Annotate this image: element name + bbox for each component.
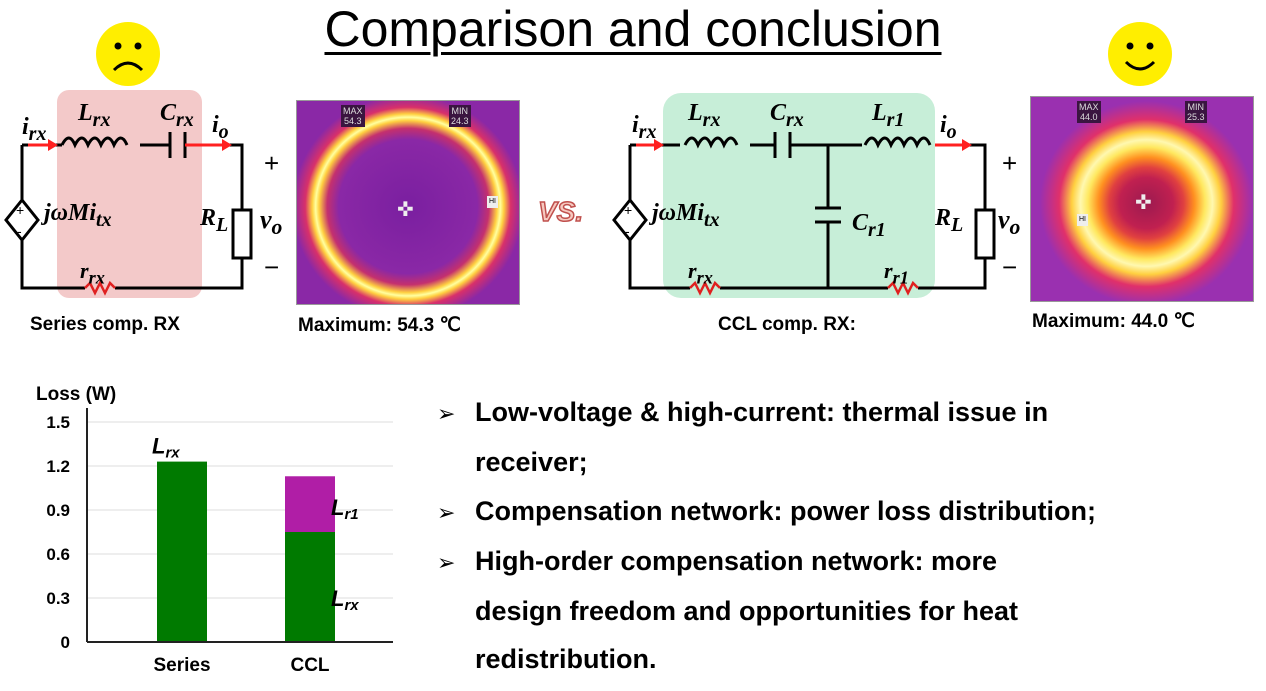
ccl-io-label: i xyxy=(940,112,947,138)
arrow-bullet-icon: ➢ xyxy=(437,550,456,575)
hi-marker: HI xyxy=(487,196,498,208)
thermal-ccl-caption: Maximum: 44.0 ℃ xyxy=(1032,311,1195,332)
bullet-text: Compensation network: power loss distrib… xyxy=(475,496,1097,526)
crx-sub: rx xyxy=(176,108,194,131)
chart-ylabel: Loss (W) xyxy=(36,384,117,405)
slide-title: Comparison and conclusion xyxy=(324,1,942,57)
crx-label: C xyxy=(160,100,177,126)
y-tick-label: 0.9 xyxy=(46,501,70,520)
ccl-lr1-label: L xyxy=(872,100,887,126)
smiley-face-icon xyxy=(1108,22,1172,86)
sad-face-icon xyxy=(96,22,160,86)
max-label: MAX xyxy=(1079,102,1099,112)
thermal-series-caption: Maximum: 54.3 ℃ xyxy=(298,315,461,336)
irx-sub: rx xyxy=(28,122,47,145)
lrx-sub: rx xyxy=(92,108,111,131)
ccl-lr1-sub: r1 xyxy=(886,108,905,131)
hi-marker: HI xyxy=(1077,214,1088,226)
bar-annotation: Lr1 xyxy=(331,495,359,523)
bar-lrx-series xyxy=(157,461,207,642)
rl-label: R xyxy=(200,205,217,231)
vs-label: VS. xyxy=(537,195,584,228)
ccl-lrx-sub: rx xyxy=(702,108,721,131)
ccl-rr1-label: r xyxy=(884,258,893,283)
ccl-vo-label: v xyxy=(998,205,1010,234)
max-value: 44.0 xyxy=(1079,112,1098,122)
ccl-caption: CCL comp. RX: xyxy=(718,314,856,335)
min-value: 25.3 xyxy=(1187,112,1205,122)
bullet-item: ➢ High-order compensation network: more de… xyxy=(437,537,1018,683)
crosshair-icon: ✜ xyxy=(1135,192,1152,214)
rrx-sub: rx xyxy=(88,267,105,288)
minus-sign: − xyxy=(264,252,280,282)
ccl-source-label: jωMi xyxy=(652,200,705,226)
ccl-plus-sign: + xyxy=(1002,148,1018,178)
ccl-rrx-label: r xyxy=(688,258,697,283)
y-tick-label: 0 xyxy=(61,633,70,652)
ccl-irx-sub: rx xyxy=(638,120,657,143)
x-tick-label: Series xyxy=(153,655,210,676)
ccl-cr1-sub: r1 xyxy=(868,218,886,241)
source-label: jωMi xyxy=(44,200,97,226)
bullet-text: receiver; xyxy=(475,447,588,477)
y-tick-label: 1.5 xyxy=(46,413,70,432)
bullet-text: Low-voltage & high-current: thermal issu… xyxy=(475,397,1049,427)
max-value: 54.3 xyxy=(343,116,362,126)
ccl-crx-label: C xyxy=(770,100,787,126)
y-tick-label: 0.6 xyxy=(46,545,70,564)
ccl-rrx-sub: rx xyxy=(696,267,713,288)
bullet-item: ➢ Low-voltage & high-current: thermal iss… xyxy=(437,388,1048,486)
ccl-lrx-label: L xyxy=(688,100,703,126)
min-value: 24.3 xyxy=(451,116,469,126)
ccl-rl-sub: L xyxy=(951,213,964,236)
svg-text:-: - xyxy=(625,223,630,239)
ccl-io-sub: o xyxy=(946,120,957,143)
plus-sign: + xyxy=(264,148,280,178)
bar-lrx-ccl xyxy=(285,532,335,642)
bar-annotation: Lrx xyxy=(331,586,359,614)
ccl-crx-sub: rx xyxy=(786,108,804,131)
vo-sub: o xyxy=(271,215,283,240)
bar-annotation: Lrx xyxy=(152,434,180,462)
ccl-irx-label: i xyxy=(632,112,639,138)
irx-label: i xyxy=(22,114,29,140)
rrx-label: r xyxy=(80,258,89,283)
arrow-bullet-icon: ➢ xyxy=(437,500,456,525)
y-tick-label: 1.2 xyxy=(46,457,70,476)
ccl-cr1-label: C xyxy=(852,210,869,236)
source-sub: tx xyxy=(96,208,112,231)
x-tick-label: CCL xyxy=(290,655,329,676)
io-sub: o xyxy=(218,120,229,143)
bullet-text: redistribution. xyxy=(475,644,657,674)
vo-label: v xyxy=(260,205,272,234)
rl-sub: L xyxy=(216,213,229,236)
bullet-item: ➢ Compensation network: power loss distri… xyxy=(437,487,1096,537)
bar-lr1-ccl xyxy=(285,476,335,532)
min-label: MIN xyxy=(451,106,469,116)
io-label: i xyxy=(212,112,219,138)
ccl-rr1-sub: r1 xyxy=(892,267,909,288)
ccl-source-sub: tx xyxy=(704,208,720,231)
svg-text:+: + xyxy=(624,202,632,218)
lrx-label: L xyxy=(78,100,93,126)
ccl-circuit-diagram: +- xyxy=(612,93,996,298)
svg-text:-: - xyxy=(17,223,22,239)
bullet-text: High-order compensation network: more xyxy=(475,546,998,576)
min-label: MIN xyxy=(1187,102,1205,112)
bullet-text: design freedom and opportunities for hea… xyxy=(475,596,1019,626)
ccl-vo-sub: o xyxy=(1009,215,1021,240)
ccl-minus-sign: − xyxy=(1002,252,1018,282)
max-label: MAX xyxy=(343,106,363,116)
arrow-bullet-icon: ➢ xyxy=(437,401,456,426)
svg-text:+: + xyxy=(16,202,24,218)
y-tick-label: 0.3 xyxy=(46,589,70,608)
ccl-rl-label: R xyxy=(935,205,952,231)
crosshair-icon: ✜ xyxy=(397,199,414,221)
series-caption: Series comp. RX xyxy=(30,314,180,335)
series-circuit-diagram: +- xyxy=(4,90,253,298)
